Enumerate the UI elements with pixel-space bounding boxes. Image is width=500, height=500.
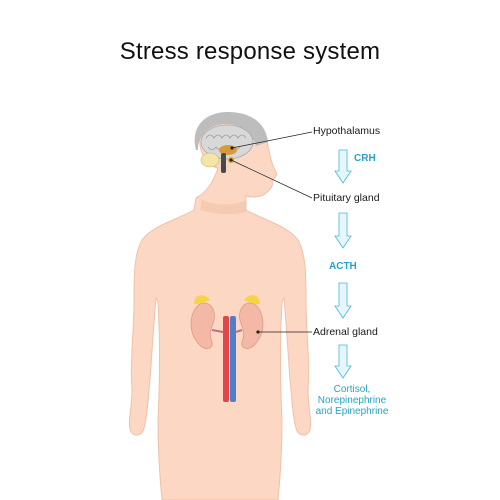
- leader-lines: [229, 131, 313, 334]
- acth-label: ACTH: [329, 261, 357, 272]
- right-adrenal: [244, 295, 260, 304]
- flow-arrow-3: [334, 282, 352, 319]
- left-adrenal: [194, 295, 210, 304]
- right-kidney: [239, 302, 264, 349]
- flow-arrow-4: [334, 344, 352, 379]
- brain: [200, 124, 254, 160]
- pituitary-leader: [230, 159, 313, 199]
- hypothalamus-dot: [230, 146, 234, 150]
- output-line-2: Norepinephrine: [317, 395, 387, 406]
- crh-label: CRH: [354, 153, 376, 164]
- human-body: [128, 116, 312, 500]
- vena-cava: [230, 316, 236, 402]
- cerebellum: [200, 152, 220, 168]
- neck-shadow: [200, 200, 246, 215]
- body-silhouette: [128, 116, 312, 500]
- flow-arrow-2: [334, 212, 352, 249]
- output-line-3: and Epinephrine: [315, 406, 389, 417]
- hypothalamus-label: Hypothalamus: [313, 125, 381, 137]
- output-hormones: Cortisol, Norepinephrine and Epinephrine: [292, 384, 412, 417]
- renal-vessels: [211, 329, 243, 333]
- aorta: [223, 316, 229, 402]
- flow-arrow-1: [334, 149, 352, 184]
- output-line-1: Cortisol,: [333, 384, 371, 395]
- skull: [194, 112, 268, 150]
- diagram-title: Stress response system: [119, 38, 381, 65]
- adrenal-label: Adrenal gland: [313, 326, 378, 338]
- flow-arrows: [334, 149, 352, 379]
- pituitary-label: Pituitary gland: [313, 192, 380, 204]
- kidney-system: [190, 295, 264, 402]
- left-kidney: [190, 302, 215, 349]
- pituitary-dot: [229, 158, 233, 162]
- hypothalamus-leader: [231, 131, 313, 149]
- brain-stem: [221, 153, 226, 173]
- adrenal-dot: [256, 330, 260, 334]
